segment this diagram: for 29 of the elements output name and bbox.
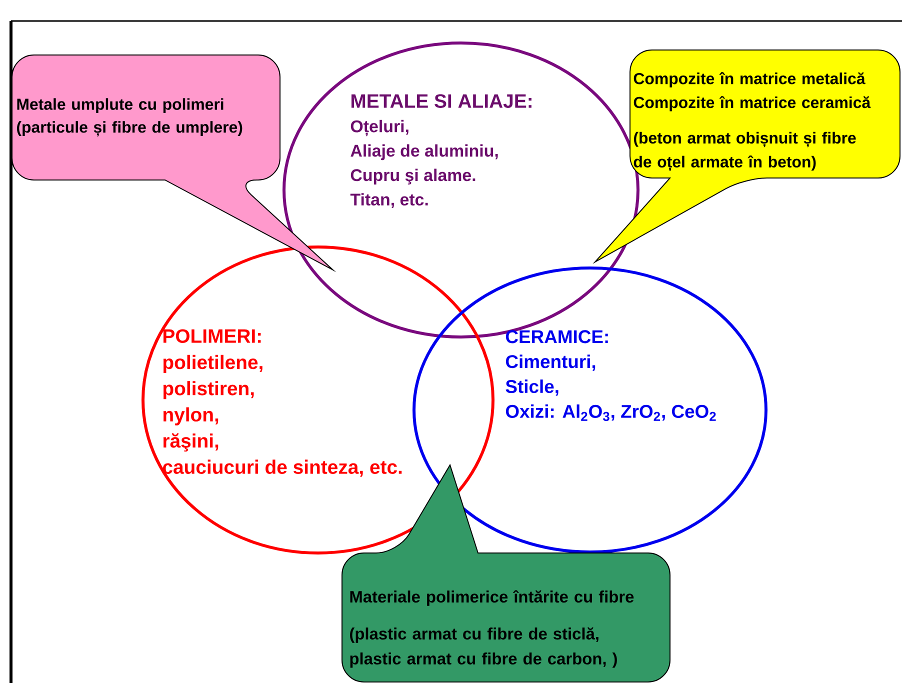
speech-bubble: [12, 54, 334, 270]
node-label: Titan, etc.: [350, 193, 428, 208]
node-label: Cupru şi alame.: [350, 168, 476, 184]
bubble-text: (plastic armat cu fibre de sticlă, plastic armat cu fibre de carbon, ): [350, 627, 617, 668]
node-label: Oțeluri,: [350, 120, 408, 136]
node-label: METALE SI ALIAJE:: [352, 94, 532, 108]
node-label: răşini,: [163, 433, 218, 452]
bubble-text: (particule și fibre de umplere): [17, 121, 242, 136]
venn-label: METALE SI ALIAJE: Oțeluri, Aliaje de aluminiu, Cupru şi alame. Titan, etc.: [350, 94, 532, 208]
venn-ellipse: [142, 245, 494, 554]
node-label: cauciucuri de sinteza, etc.: [162, 460, 402, 477]
bubble-text: Metale umplute cu polimeri: [17, 98, 224, 114]
node-label: polietilene,: [163, 354, 262, 373]
node-label: POLIMERI:: [164, 329, 261, 343]
venn-ellipse: [412, 266, 768, 554]
node-label: polistiren,: [163, 381, 254, 400]
speech-bubble: [594, 50, 900, 262]
venn-label: CERAMICE: Cimenturi, Sticle, Oxizi: Al$_{2}$O$_{3}$, ZrO$_{2}$, CeO$_{2}$: [506, 330, 716, 421]
bubble-text: (beton armat obișnuit și fibre de oțel armate în beton): [634, 132, 856, 172]
bubble-text: Compozite în matrice ceramică: [634, 96, 871, 112]
bubble-text: Compozite în matrice metalică: [634, 72, 866, 88]
node-label: Aliaje de aluminiu,: [350, 144, 498, 160]
bubble-text: Materiale polimerice întărite cu fibre: [350, 590, 634, 606]
node-label: Sticle,: [506, 380, 558, 396]
node-label: nylon,: [163, 407, 218, 426]
node-label: Cimenturi,: [506, 354, 596, 371]
node-label: CERAMICE:: [506, 330, 608, 344]
venn-label: POLIMERI: polietilene, polistiren, nylon, răşini, cauciucuri de sinteza, etc.: [162, 329, 402, 477]
node-label: Oxizi: Al$_{2}$O$_{3}$, ZrO$_{2}$, CeO$_{2}$: [506, 404, 716, 421]
